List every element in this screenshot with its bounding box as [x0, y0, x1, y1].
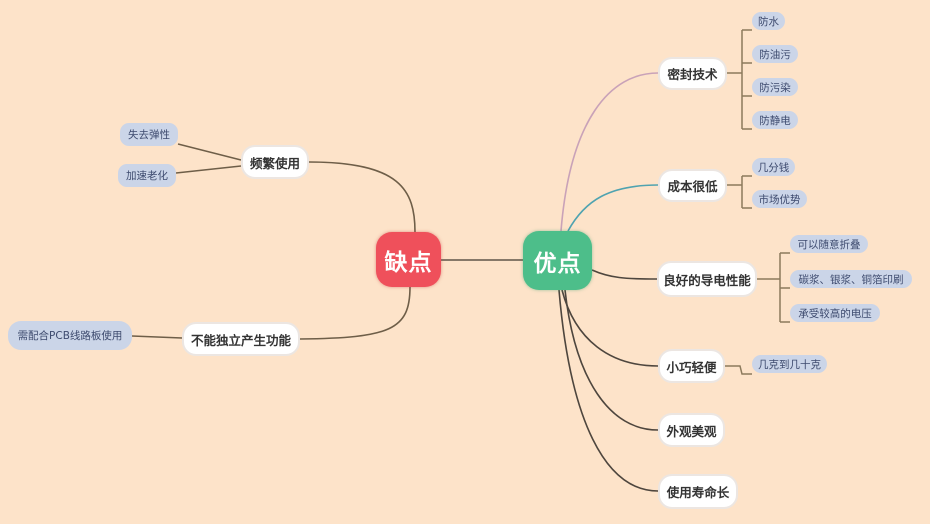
leaf-oilproof[interactable]: 防油污 — [752, 45, 798, 63]
topic-label: 小巧轻便 — [666, 359, 717, 375]
leaf-label: 失去弹性 — [128, 129, 170, 141]
leaf-label: 防静电 — [759, 114, 791, 127]
topic-compact-light[interactable]: 小巧轻便 — [658, 349, 725, 383]
leaf-printing-methods[interactable]: 碳浆、银浆、铜箔印刷 — [790, 270, 912, 288]
topic-label: 不能独立产生功能 — [190, 332, 291, 348]
leaf-label: 几分钱 — [757, 161, 790, 174]
leaf-high-voltage[interactable]: 承受较高的电压 — [790, 304, 880, 322]
root-advantages-label: 优点 — [533, 250, 582, 277]
topic-label: 密封技术 — [667, 67, 718, 82]
topic-good-conductivity[interactable]: 良好的导电性能 — [657, 261, 757, 297]
topic-label: 成本很低 — [667, 179, 718, 194]
leaf-market-advantage[interactable]: 市场优势 — [752, 190, 807, 208]
topic-low-cost[interactable]: 成本很低 — [658, 169, 727, 202]
leaf-label: 需配合PCB线路板使用 — [17, 330, 123, 342]
topic-label: 良好的导电性能 — [663, 272, 751, 288]
root-advantages[interactable]: 优点 — [523, 231, 592, 290]
leaf-weight-grams[interactable]: 几克到几十克 — [752, 355, 827, 373]
topic-sealing-tech[interactable]: 密封技术 — [658, 57, 727, 90]
leaf-label: 市场优势 — [758, 193, 801, 206]
topic-not-standalone[interactable]: 不能独立产生功能 — [182, 322, 300, 356]
leaf-foldable[interactable]: 可以随意折叠 — [790, 235, 868, 253]
leaf-few-cents[interactable]: 几分钱 — [752, 158, 795, 176]
leaf-needs-pcb[interactable]: 需配合PCB线路板使用 — [8, 321, 132, 350]
topic-long-life[interactable]: 使用寿命长 — [658, 474, 738, 509]
root-disadvantages-label: 缺点 — [384, 249, 433, 276]
leaf-label: 碳浆、银浆、铜箔印刷 — [798, 273, 904, 286]
root-disadvantages[interactable]: 缺点 — [376, 232, 441, 287]
leaf-label: 防水 — [758, 15, 779, 28]
topic-label: 频繁使用 — [249, 155, 300, 171]
leaf-label: 承受较高的电压 — [798, 307, 872, 320]
leaf-accelerated-aging[interactable]: 加速老化 — [118, 164, 176, 187]
leaf-label: 防污染 — [759, 81, 791, 94]
leaf-label: 几克到几十克 — [758, 358, 821, 371]
topic-good-appearance[interactable]: 外观美观 — [658, 413, 725, 447]
leaf-lose-elasticity[interactable]: 失去弹性 — [120, 123, 178, 146]
topic-label: 使用寿命长 — [666, 485, 730, 500]
leaf-label: 可以随意折叠 — [797, 238, 861, 251]
topic-label: 外观美观 — [666, 423, 717, 439]
leaf-pollution-proof[interactable]: 防污染 — [752, 78, 798, 96]
leaf-label: 防油污 — [759, 48, 791, 61]
leaf-label: 加速老化 — [126, 170, 168, 182]
leaf-waterproof[interactable]: 防水 — [752, 12, 785, 30]
topic-frequent-use[interactable]: 频繁使用 — [241, 145, 309, 179]
leaf-antistatic[interactable]: 防静电 — [752, 111, 798, 129]
